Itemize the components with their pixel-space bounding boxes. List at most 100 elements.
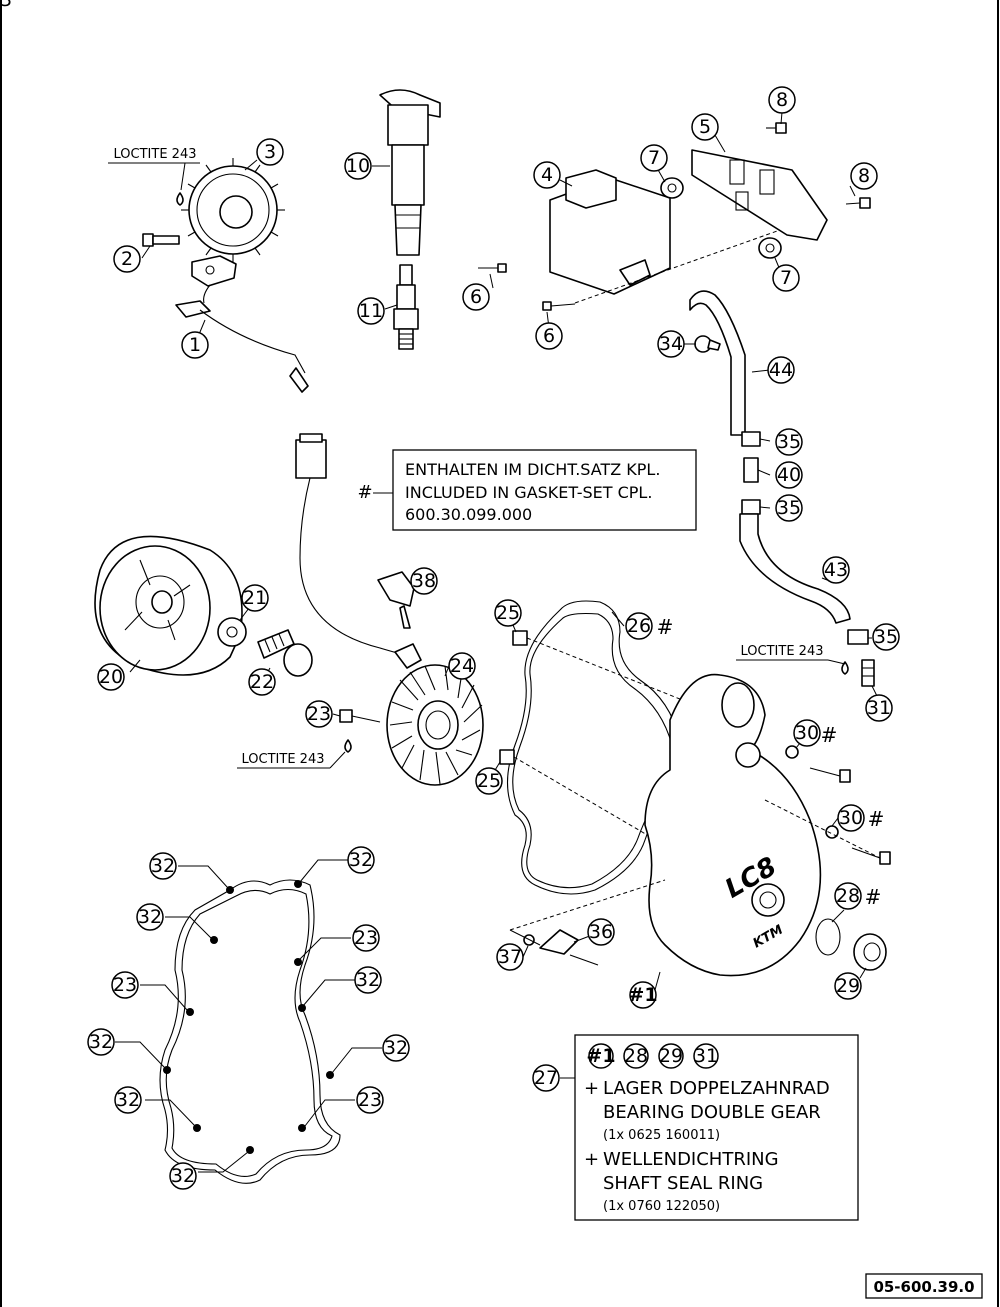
svg-text:5: 5 [699,116,711,138]
svg-text:40: 40 [777,464,801,486]
loctite-label: LOCTITE 243 [242,752,325,767]
callout-10: 10 [344,152,372,180]
callout-44: 44 [767,356,795,384]
svg-text:35: 35 [777,497,801,519]
callout-28: 28 [834,882,862,910]
gasket-note-line3: 600.30.099.000 [405,505,532,524]
svg-text:21: 21 [243,587,267,609]
svg-text:32: 32 [356,969,380,991]
callout-20: 20 [97,663,125,691]
hose-clip [694,335,721,353]
gasket-callout: 32 [87,1028,115,1056]
rotor-bolt [257,629,313,677]
callout-23: 23 [305,700,333,728]
callout-35-middle: 35 [775,494,803,522]
diagram-number-box [865,1273,983,1299]
svg-text:10: 10 [346,155,370,177]
svg-text:3: 3 [264,141,276,163]
callout-36: 36 [587,918,615,946]
kit-plus-1: + [584,1078,599,1099]
kit-item2-en: SHAFT SEAL RING [603,1173,763,1194]
svg-text:23: 23 [113,974,137,996]
stator-connector [295,433,411,657]
svg-text:4: 4 [541,164,553,186]
callout-37: 37 [496,943,524,971]
gasket-callout: 32 [149,852,177,880]
callout-30-lower: 30 [837,804,865,832]
loctite-drop-icon [176,192,184,206]
gasket-set-note-box [392,449,697,531]
svg-text:32: 32 [89,1031,113,1053]
dowel-sleeve [512,630,528,646]
engine-case-gasket [159,879,341,1184]
callout-27: 27 [532,1064,560,1092]
svg-text:25: 25 [496,602,520,624]
gasket-holes [163,880,334,1154]
callout-35-top: 35 [775,428,803,456]
callout-30-upper: 30 [793,719,821,747]
svg-text:6: 6 [470,286,482,308]
cable-grommet [377,571,415,629]
callout-26-hash: # [657,615,674,639]
gasket-callout: 23 [356,1086,384,1114]
gasket-callout: 32 [136,903,164,931]
svg-text:24: 24 [450,655,474,677]
svg-text:32: 32 [171,1165,195,1187]
cover-gasket [507,600,683,895]
svg-text:2: 2 [121,248,133,270]
gasket-callout: 23 [0,0,12,11]
svg-text:#1: #1 [628,984,657,1006]
callout-4: 4 [533,161,561,189]
crankshaft-sensor [175,255,309,393]
callout-3: 3 [256,138,284,166]
kit-plus-2: + [584,1149,599,1170]
trigger-wheel-group [142,158,309,393]
callout-6-lower: 6 [535,322,563,350]
svg-text:32: 32 [384,1037,408,1059]
callout-8-right: 8 [850,162,878,190]
gasket-callout: 32 [169,1162,197,1190]
svg-text:38: 38 [412,570,436,592]
flywheel-rotor [94,535,243,676]
kit-note-box [574,1034,859,1221]
svg-text:31: 31 [694,1045,718,1067]
svg-text:30: 30 [795,722,819,744]
svg-text:23: 23 [358,1089,382,1111]
svg-text:23: 23 [307,703,331,725]
ignition-cover: LC8 KTM [644,673,822,977]
svg-text:35: 35 [777,431,801,453]
callout-30-lower-hash: # [868,807,885,831]
svg-text:35: 35 [874,626,898,648]
svg-text:28: 28 [624,1045,648,1067]
spark-plug [393,264,419,350]
wheel-bolt [142,233,180,247]
svg-text:30: 30 [839,807,863,829]
svg-text:7: 7 [648,147,660,169]
callout-2: 2 [113,245,141,273]
callout-6-upper: 6 [462,283,490,311]
control-unit [549,169,671,295]
breather-fitting [861,659,875,687]
callout-5: 5 [691,113,719,141]
callout-38: 38 [410,567,438,595]
gasket-note-line1: ENTHALTEN IM DICHT.SATZ KPL. [405,460,660,479]
trigger-wheel [181,158,285,262]
svg-text:23: 23 [0,0,12,11]
cover-screws [764,745,891,865]
svg-text:43: 43 [824,559,848,581]
callout-22: 22 [248,668,276,696]
svg-text:32: 32 [349,849,373,871]
mounting-bracket [691,149,828,241]
svg-text:37: 37 [498,946,522,968]
svg-text:26: 26 [627,615,651,637]
svg-text:28: 28 [836,885,860,907]
gasket-note-hash: # [357,482,372,503]
callout-8-top: 8 [768,86,796,114]
bracket-screws [478,122,871,311]
callout-21: 21 [241,584,269,612]
kit-item1-de: LAGER DOPPELZAHNRAD [603,1078,830,1099]
o-ring [815,918,841,956]
gasket-note-line2: INCLUDED IN GASKET-SET CPL. [405,483,652,502]
svg-text:34: 34 [659,333,683,355]
